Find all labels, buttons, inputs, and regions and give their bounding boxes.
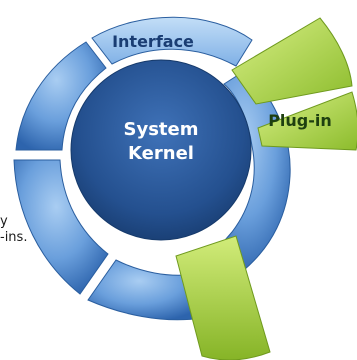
core-label-line2: Kernel xyxy=(128,143,194,164)
plugin-label: Plug-in xyxy=(268,111,332,130)
interface-ring xyxy=(13,16,291,321)
ring-segment-interface xyxy=(91,16,253,67)
ring-segment-upper-left xyxy=(15,41,107,151)
caption-fragment-1: y xyxy=(0,214,8,229)
plugin-top xyxy=(231,17,353,105)
caption-fragment-2: -ins. xyxy=(0,230,28,245)
plugin-right xyxy=(257,91,357,151)
core-label-line1: System xyxy=(124,119,199,140)
system-kernel-core xyxy=(70,59,252,241)
ring-label-interface: Interface xyxy=(112,32,194,51)
plugins xyxy=(175,17,357,360)
ring-segment-lower-left xyxy=(13,159,109,295)
